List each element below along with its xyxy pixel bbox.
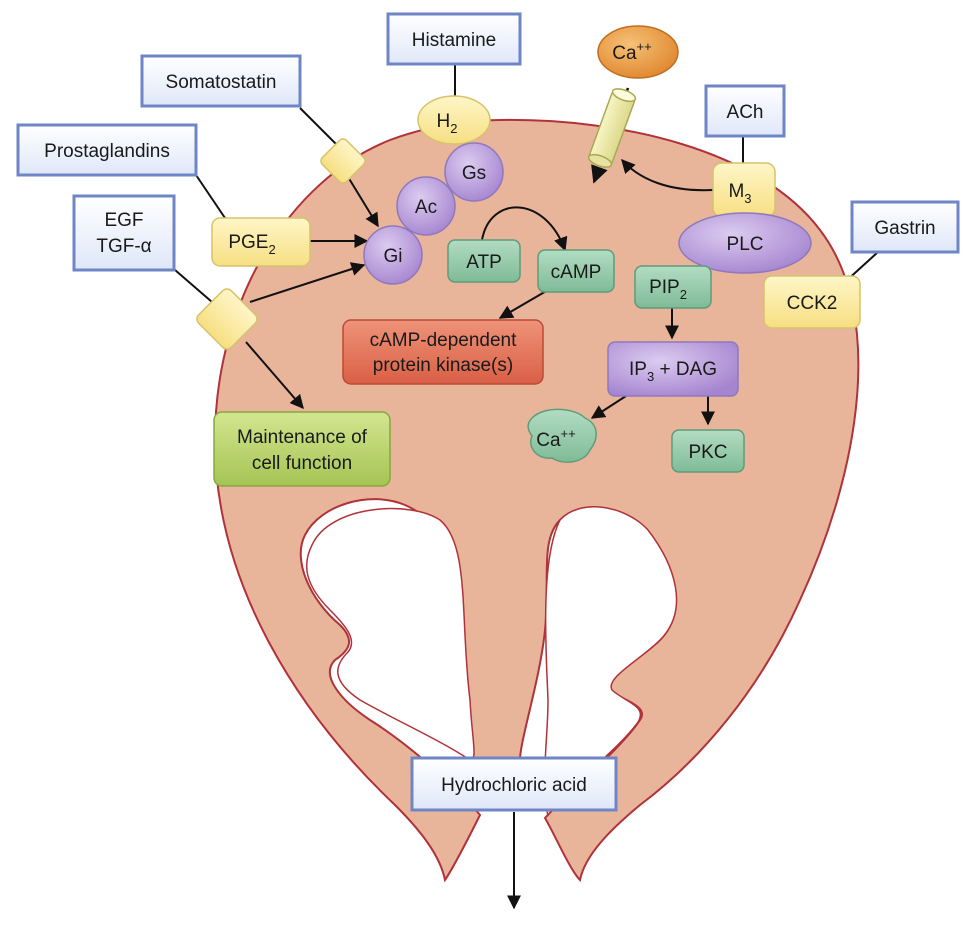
pip2-base: PIP bbox=[649, 277, 680, 298]
h2-sub: 2 bbox=[450, 121, 457, 136]
cck2-label: CCK2 bbox=[787, 293, 838, 314]
egf-to-maintenance-arrow bbox=[245, 341, 304, 410]
gastrin-label: Gastrin bbox=[874, 218, 935, 239]
h2-base: H bbox=[437, 111, 451, 132]
camp-label: cAMP bbox=[551, 262, 602, 283]
gs-label: Gs bbox=[462, 163, 486, 184]
plc-label: PLC bbox=[727, 234, 764, 255]
svg-text:Ca++: Ca++ bbox=[536, 426, 575, 451]
somatostatin-label: Somatostatin bbox=[166, 72, 277, 93]
ach-label-box: ACh bbox=[704, 84, 786, 138]
pkc-box: PKC bbox=[671, 429, 745, 473]
histamine-label: Histamine bbox=[412, 30, 496, 51]
tgf-label: TGF-α bbox=[96, 236, 151, 257]
cck2-receptor: CCK2 bbox=[763, 275, 861, 329]
svg-text:H2: H2 bbox=[437, 111, 458, 136]
calcium-ion-extracellular: Ca++ bbox=[597, 25, 679, 79]
calcium-sup: ++ bbox=[637, 39, 652, 54]
plc-enzyme: PLC bbox=[678, 212, 812, 274]
calcium-ion-intracellular: Ca++ bbox=[527, 408, 597, 463]
pip2-box: PIP2 bbox=[634, 265, 712, 309]
calcium-intra-base: Ca bbox=[536, 430, 561, 451]
hcl-label: Hydrochloric acid bbox=[441, 775, 587, 796]
ip3-dag-box: IP3 + DAG bbox=[607, 341, 739, 397]
m3-to-channel-arrow bbox=[621, 158, 714, 192]
prostaglandins-line bbox=[195, 174, 226, 219]
ip3-base: IP bbox=[629, 359, 647, 380]
svg-text:IP3 + DAG: IP3 + DAG bbox=[629, 359, 717, 384]
m3-receptor: M3 bbox=[712, 162, 776, 218]
calcium-base: Ca bbox=[612, 43, 637, 64]
m3-base: M bbox=[728, 181, 744, 202]
ip3-to-calcium-arrow bbox=[590, 395, 627, 419]
camp-box: cAMP bbox=[537, 249, 615, 293]
pge2-base: PGE bbox=[228, 232, 268, 253]
pip2-sub: 2 bbox=[680, 287, 687, 302]
pka-line1: cAMP-dependent bbox=[370, 330, 518, 351]
gastrin-label-box: Gastrin bbox=[850, 200, 960, 254]
calcium-channel bbox=[587, 88, 637, 168]
pka-line2: protein kinase(s) bbox=[373, 355, 513, 376]
ac-protein: Ac bbox=[396, 176, 456, 236]
egf-label: EGF bbox=[104, 210, 143, 231]
m3-sub: 3 bbox=[744, 191, 751, 206]
maintenance-box: Maintenance of cell function bbox=[213, 411, 391, 487]
gi-protein: Gi bbox=[363, 225, 423, 285]
histamine-label-box: Histamine bbox=[386, 12, 522, 66]
egf-line bbox=[174, 269, 213, 303]
camp-to-pka-arrow bbox=[498, 289, 549, 319]
calcium-intra-sup: ++ bbox=[561, 426, 576, 441]
ip3-rest: + DAG bbox=[654, 359, 717, 380]
ach-label: ACh bbox=[727, 102, 764, 123]
atp-to-camp-arrow bbox=[481, 206, 568, 252]
svg-text:Ca++: Ca++ bbox=[612, 39, 651, 64]
somatostatin-to-gi-arrow bbox=[344, 171, 379, 228]
somatostatin-label-box: Somatostatin bbox=[140, 54, 302, 108]
h2-receptor: H2 bbox=[417, 95, 491, 145]
prostaglandins-label: Prostaglandins bbox=[44, 141, 170, 162]
gi-label: Gi bbox=[384, 246, 403, 267]
pkc-label: PKC bbox=[688, 442, 727, 463]
atp-label: ATP bbox=[466, 252, 502, 273]
egf-receptor bbox=[196, 288, 258, 350]
pge2-sub: 2 bbox=[268, 242, 275, 257]
ac-label: Ac bbox=[415, 197, 437, 218]
somatostatin-receptor bbox=[320, 138, 366, 184]
egf-to-gi-arrow bbox=[249, 262, 366, 303]
egf-tgf-label-box: EGF TGF-α bbox=[72, 194, 176, 272]
ip3-sub: 3 bbox=[647, 369, 654, 384]
hcl-label-box: Hydrochloric acid bbox=[410, 756, 618, 812]
pge2-receptor: PGE2 bbox=[211, 217, 311, 267]
gs-protein: Gs bbox=[444, 142, 504, 202]
canaliculus-right bbox=[543, 506, 678, 817]
maintenance-line2: cell function bbox=[252, 453, 352, 474]
svg-text:PGE2: PGE2 bbox=[228, 232, 275, 257]
svg-text:M3: M3 bbox=[728, 181, 751, 206]
prostaglandins-label-box: Prostaglandins bbox=[16, 123, 198, 177]
somatostatin-line bbox=[299, 107, 341, 149]
atp-box: ATP bbox=[447, 239, 521, 283]
pka-box: cAMP-dependent protein kinase(s) bbox=[342, 319, 544, 385]
canaliculus-left bbox=[305, 507, 475, 761]
maintenance-line1: Maintenance of bbox=[237, 427, 368, 448]
svg-text:PIP2: PIP2 bbox=[649, 277, 687, 302]
